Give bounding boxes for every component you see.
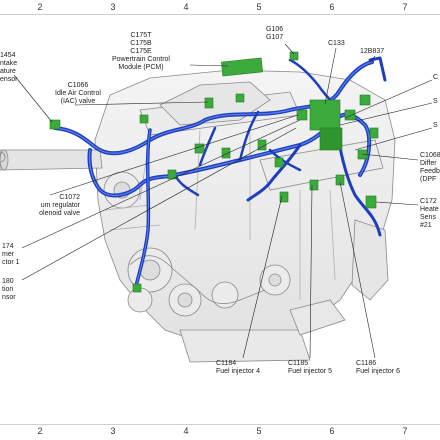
callout-leader-lines xyxy=(13,43,433,359)
label-c1066-line2: Idle Air Control xyxy=(55,90,101,97)
label-c1068-line1: C1068 xyxy=(420,152,440,159)
label-c1185-line2: Fuel injector 5 xyxy=(288,368,332,375)
label-c172-line2: Heate xyxy=(420,206,439,213)
label-c1066-line1: C1066 xyxy=(67,82,89,89)
grid-col-2-top: 2 xyxy=(37,2,43,12)
label-s-right-1-line1: S xyxy=(433,98,438,105)
label-c1068-line2: Differ xyxy=(420,160,437,167)
label-g106-line1: G106 xyxy=(266,26,284,33)
label-c1184-line1: C1184 xyxy=(216,360,237,367)
label-c133-line1: C133 xyxy=(328,40,345,47)
label-c-right: C xyxy=(433,74,438,82)
label-s-right-2: S xyxy=(433,122,438,130)
label-c175t: C175T xyxy=(130,32,152,39)
label-c1066-line3: (IAC) valve xyxy=(60,98,96,105)
label-c180-line2: tion xyxy=(2,286,14,293)
electrical-connector-icon xyxy=(49,51,379,293)
label-c1066: C1066 Idle Air Control (IAC) valve xyxy=(55,82,101,106)
label-c1454-line3: ature xyxy=(0,68,16,75)
label-c-right-line1: C xyxy=(433,74,439,81)
label-c1454-line1: 1454 xyxy=(0,52,16,59)
label-c1068: C1068 Differ Feedb (DPF xyxy=(420,152,440,184)
grid-col-7-top: 7 xyxy=(402,2,408,12)
label-c180-line1: 180 xyxy=(2,278,14,285)
label-c180: 180 tion nsor xyxy=(2,278,16,302)
label-c175e: C175E xyxy=(130,48,152,55)
bottom-border xyxy=(0,424,440,425)
label-c172-line3: Sens xyxy=(420,214,436,221)
label-c1068-line3: Feedb xyxy=(420,168,440,175)
label-c172-line4: #21 xyxy=(420,222,432,229)
label-c172: C172 Heate Sens #21 xyxy=(420,198,439,230)
label-c1184-line2: Fuel injector 4 xyxy=(216,368,260,375)
top-border xyxy=(0,14,440,15)
label-c1185: C1185 Fuel injector 5 xyxy=(288,360,332,376)
label-c1068-line4: (DPF xyxy=(420,176,437,183)
label-c174: 174 mer ctor 1 xyxy=(2,243,20,267)
label-c1072-line2: um regulator xyxy=(40,202,80,209)
label-c1184: C1184 Fuel injector 4 xyxy=(216,360,260,376)
label-12b837-line1: 12B837 xyxy=(360,48,385,55)
label-c133: C133 xyxy=(328,40,345,48)
grid-col-6-bottom: 6 xyxy=(329,426,335,436)
label-g107-line2: G107 xyxy=(266,34,284,41)
label-12b837: 12B837 xyxy=(360,48,384,56)
label-c172-line1: C172 xyxy=(420,198,437,205)
grid-col-4-bottom: 4 xyxy=(183,426,189,436)
grid-col-5-top: 5 xyxy=(256,2,262,12)
label-s-right-1: S xyxy=(433,98,438,106)
grid-col-7-bottom: 7 xyxy=(402,426,408,436)
label-g106: G106 G107 xyxy=(266,26,283,42)
label-c175b: C175B xyxy=(130,40,152,47)
grid-col-5-bottom: 5 xyxy=(256,426,262,436)
label-c1454: 1454 ntake ature ensor xyxy=(0,52,18,84)
label-c174-line2: mer xyxy=(2,251,15,258)
left-cut-ring xyxy=(0,151,6,163)
grid-col-6-top: 6 xyxy=(329,2,335,12)
label-pcm-line1: Powertrain Control xyxy=(112,56,170,63)
label-c175: C175T C175B C175E Powertrain Control Mod… xyxy=(112,32,170,72)
label-c1186-line2: Fuel injector 6 xyxy=(356,368,400,375)
label-pcm-line2: Module (PCM) xyxy=(118,64,164,71)
grid-col-4-top: 4 xyxy=(183,2,189,12)
label-c1072-line1: C1072 xyxy=(59,194,80,201)
label-c180-line3: nsor xyxy=(2,294,16,301)
label-c174-line1: 174 xyxy=(2,243,14,250)
label-c1186-line1: C1186 xyxy=(356,360,377,367)
label-c1185-line1: C1185 xyxy=(288,360,309,367)
label-c1072-line3: olenoid valve xyxy=(39,210,80,217)
label-c1454-line2: ntake xyxy=(0,60,18,67)
grid-col-3-top: 3 xyxy=(110,2,116,12)
label-s-right-2-line1: S xyxy=(433,122,438,129)
wiring-harness-icon xyxy=(53,56,387,292)
label-c174-line3: ctor 1 xyxy=(2,259,20,266)
grid-col-2-bottom: 2 xyxy=(37,426,43,436)
label-c1454-line4: ensor xyxy=(0,76,18,83)
label-c1072: C1072 um regulator olenoid valve xyxy=(0,194,80,218)
grid-col-3-bottom: 3 xyxy=(110,426,116,436)
label-c1186: C1186 Fuel injector 6 xyxy=(356,360,400,376)
